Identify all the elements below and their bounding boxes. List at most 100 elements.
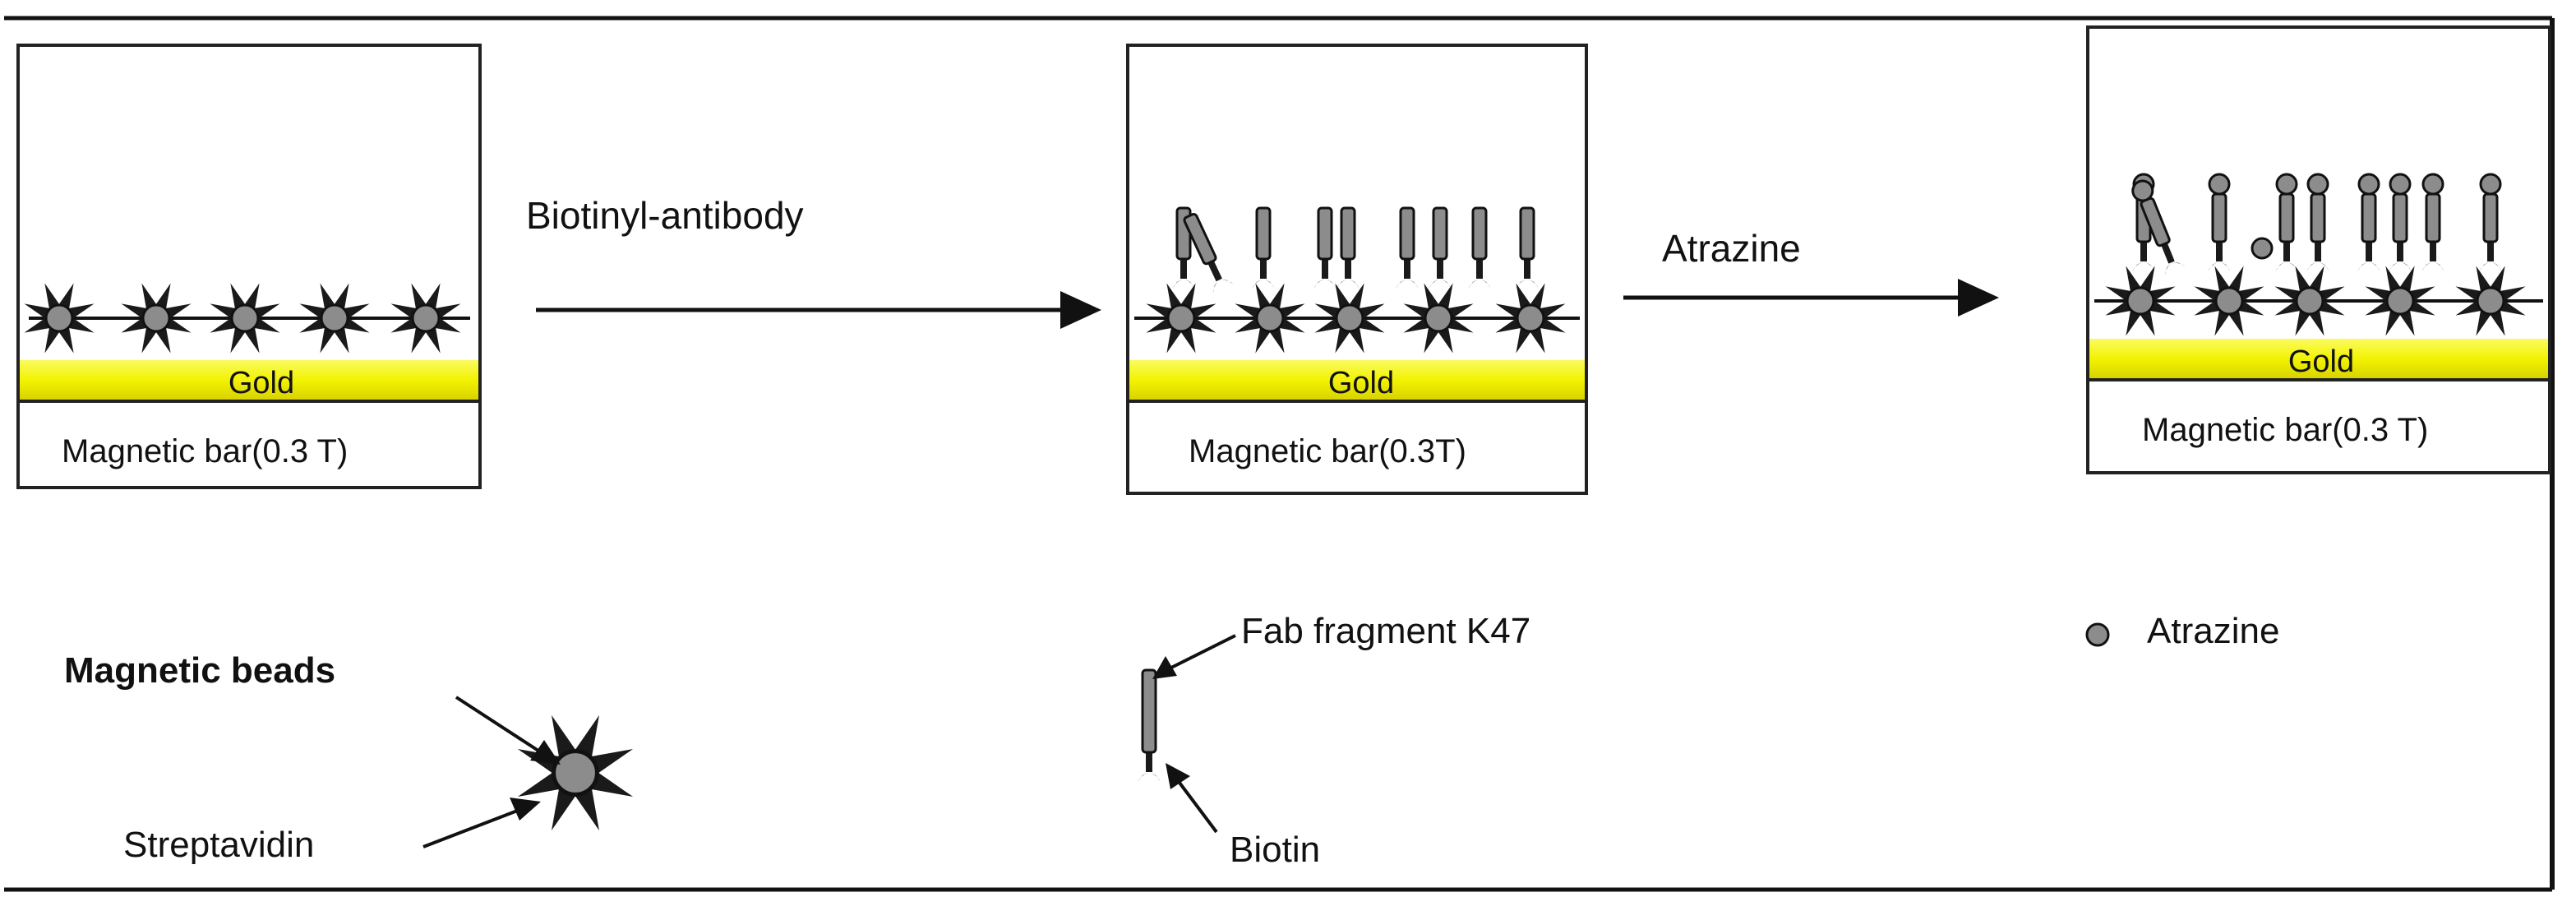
streptavidin-spike <box>141 283 158 310</box>
streptavidin-spike <box>2194 299 2221 316</box>
panel-2-gold-label: Gold <box>1328 366 1394 400</box>
free-atrazine <box>2251 237 2274 260</box>
antibody-stem <box>2161 243 2175 264</box>
streptavidin-spike <box>210 303 237 320</box>
streptavidin-spike <box>2489 266 2505 293</box>
fab-fragment <box>2361 192 2377 243</box>
bound-atrazine <box>2306 173 2329 196</box>
streptavidin-spike <box>67 317 95 333</box>
bead-core <box>44 303 74 333</box>
fab-fragment <box>1183 212 1217 266</box>
legend-streptavidin-pointer-line <box>422 808 520 848</box>
biotinyl-antibody <box>2479 173 2502 271</box>
fab-fragment <box>1317 206 1333 261</box>
antibody-stem <box>2283 242 2290 261</box>
streptavidin-spike <box>210 317 237 333</box>
bead-core <box>1335 303 1364 333</box>
step-arrow-1: Biotinyl-antibody <box>526 194 1101 329</box>
fab-fragment <box>2211 192 2227 243</box>
antibody-stem <box>1260 259 1267 279</box>
streptavidin-spike <box>2194 286 2221 303</box>
streptavidin-spike <box>1255 326 1272 354</box>
streptavidin-spike <box>230 283 247 310</box>
streptavidin-spike <box>574 786 599 831</box>
streptavidin-spike <box>2385 309 2402 336</box>
bead-core <box>552 749 599 797</box>
step-1-label: Biotinyl-antibody <box>526 194 804 237</box>
streptavidin-spike <box>155 326 171 354</box>
fab-fragment <box>1340 206 1356 261</box>
panel-3-bead-row <box>2105 266 2526 336</box>
streptavidin-spike <box>121 317 148 333</box>
panel-1-bead-row <box>24 283 461 354</box>
legend-magnetic-beads-label: Magnetic beads <box>64 650 335 691</box>
streptavidin-spike <box>2227 309 2244 336</box>
streptavidin-spike <box>1189 303 1216 320</box>
streptavidin-spike <box>333 326 349 354</box>
streptavidin-spike <box>2318 286 2345 303</box>
streptavidin-spike <box>1180 283 1196 310</box>
antibody-stem <box>1476 259 1483 279</box>
biotinyl-antibody <box>1183 212 1234 294</box>
antibody-stem <box>2366 242 2372 261</box>
streptavidin-spike <box>2308 266 2324 293</box>
streptavidin-spike <box>390 303 418 320</box>
bead-core <box>2126 286 2155 316</box>
antibody-stem <box>2216 242 2223 261</box>
streptavidin-spike <box>2499 286 2526 303</box>
antibody-stem <box>2487 242 2494 261</box>
bound-atrazine <box>2208 173 2231 196</box>
streptavidin-spike <box>1529 283 1545 310</box>
biotinyl-antibody <box>2306 173 2329 271</box>
fab-fragment <box>2392 192 2408 243</box>
arrow-2-head <box>1958 279 1999 317</box>
bound-atrazine <box>2479 173 2502 196</box>
magnetic-bead <box>121 283 192 354</box>
streptavidin-spike <box>299 303 326 320</box>
streptavidin-spike <box>243 326 260 354</box>
streptavidin-spike <box>1235 317 1262 333</box>
antibody-stem <box>1207 261 1222 282</box>
biotin-cup <box>1172 280 1195 289</box>
streptavidin-spike <box>589 749 634 774</box>
panel-1-box <box>16 44 482 489</box>
step-arrow-2: Atrazine <box>1623 227 1999 317</box>
bound-atrazine <box>2421 173 2444 196</box>
streptavidin-spike <box>1189 317 1216 333</box>
streptavidin-spike <box>320 326 336 354</box>
legend-beads-pointer-line <box>455 696 542 754</box>
streptavidin-spike <box>2385 266 2402 293</box>
biotin-cup <box>2479 262 2502 271</box>
biotin-cup <box>1516 280 1539 289</box>
streptavidin-spike <box>141 326 158 354</box>
streptavidin-spike <box>1358 303 1385 320</box>
streptavidin-spike <box>1255 283 1272 310</box>
streptavidin-spike <box>2398 266 2415 293</box>
biotin-cup <box>2389 262 2412 271</box>
streptavidin-spike <box>1166 326 1183 354</box>
biotin-cup <box>1429 280 1452 289</box>
panel-1-bar-label: Magnetic bar(0.3 T) <box>62 433 348 469</box>
streptavidin-spike <box>2489 309 2505 336</box>
biotinyl-antibody <box>1313 206 1336 289</box>
streptavidin-spike <box>58 283 74 310</box>
biotin-cup <box>1396 280 1419 289</box>
streptavidin-spike <box>411 326 427 354</box>
panel-1: Gold Magnetic bar(0.3 T) <box>16 44 482 489</box>
streptavidin-spike <box>434 317 461 333</box>
streptavidin-spike <box>2408 299 2435 316</box>
streptavidin-spike <box>2318 299 2345 316</box>
streptavidin-spike <box>243 283 260 310</box>
streptavidin-spike <box>299 317 326 333</box>
streptavidin-spike <box>2139 309 2155 336</box>
bound-atrazine <box>2389 173 2412 196</box>
streptavidin-spike <box>1358 317 1385 333</box>
streptavidin-spike <box>2476 266 2492 293</box>
streptavidin-spike <box>1278 303 1305 320</box>
bead-core <box>1424 303 1453 333</box>
streptavidin-spike <box>164 317 192 333</box>
streptavidin-spike <box>1403 317 1430 333</box>
biotin-cup <box>1252 280 1275 289</box>
streptavidin-spike <box>1335 283 1351 310</box>
panel-1-gold-layer <box>20 360 478 401</box>
